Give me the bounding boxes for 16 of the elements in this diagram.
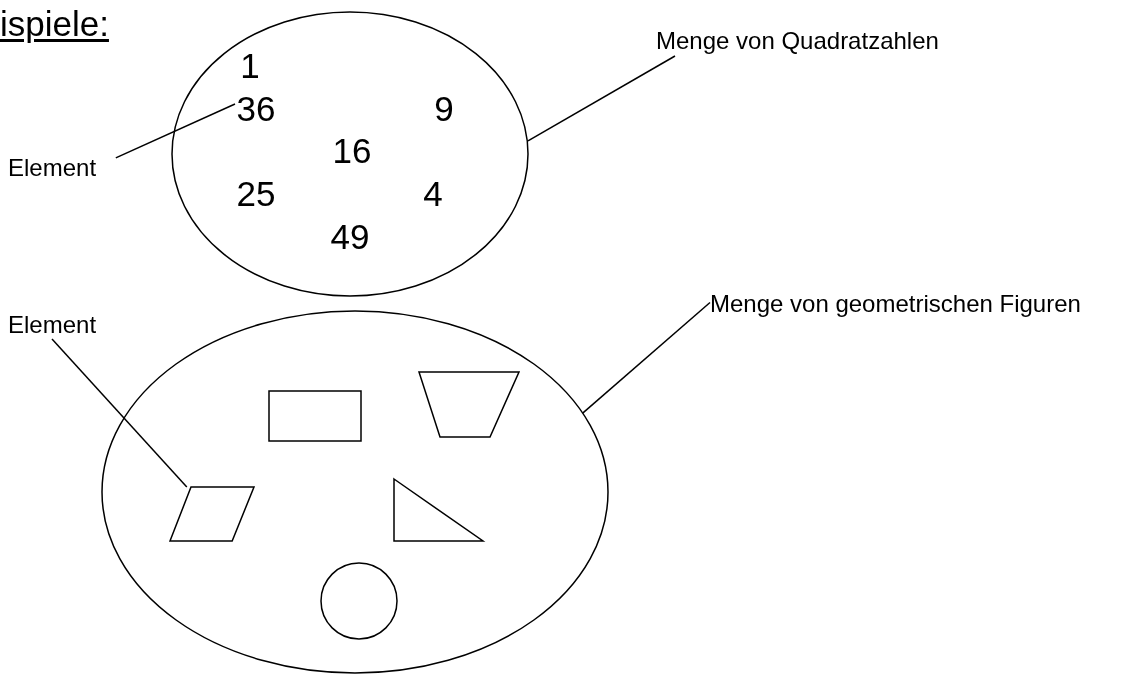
leader-line	[115, 103, 236, 159]
leader-line	[51, 338, 188, 488]
leader-line	[581, 301, 711, 414]
number-element: 9	[434, 90, 454, 126]
leader-line	[527, 55, 676, 142]
callout-label: Menge von geometrischen Figuren	[710, 292, 1081, 316]
callout-label: Menge von Quadratzahlen	[656, 29, 939, 53]
number-element: 36	[236, 90, 276, 126]
number-element: 1	[240, 47, 260, 83]
callout-label: Element	[8, 156, 97, 180]
number-element: 25	[236, 175, 276, 211]
number-element: 4	[423, 175, 443, 211]
callout-label: Element	[8, 313, 97, 337]
heading: ispiele:	[0, 4, 109, 44]
number-element: 49	[330, 218, 370, 254]
number-element: 16	[332, 132, 372, 168]
